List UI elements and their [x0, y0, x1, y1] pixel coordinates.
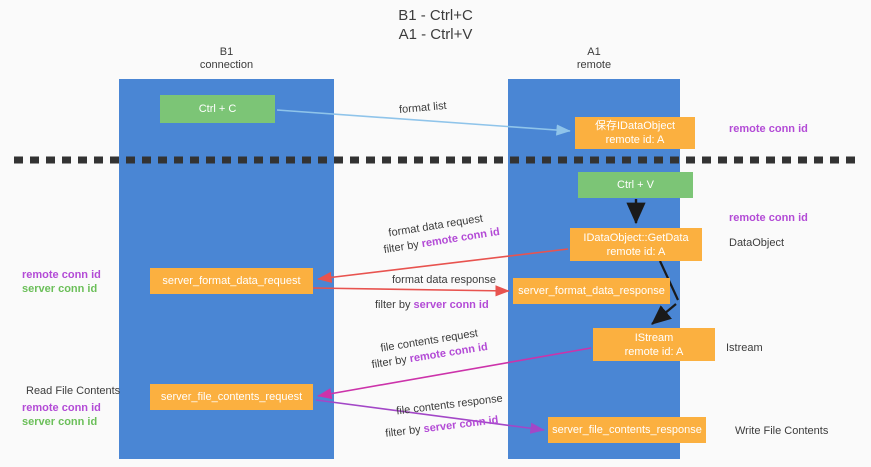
annotation-server-conn-id: server conn id — [22, 283, 98, 295]
lane-header-b1: B1 connection — [119, 46, 334, 72]
box-ctrl-v[interactable]: Ctrl + V — [578, 172, 693, 198]
box-idataobject-getdata[interactable]: IDataObject::GetData remote id: A — [570, 228, 702, 261]
box-server-file-contents-request-label: server_file_contents_request — [160, 391, 303, 403]
box-ctrl-c-label: Ctrl + C — [198, 103, 237, 115]
page-title: B1 - Ctrl+C A1 - Ctrl+V — [0, 6, 871, 44]
box-idataobject-getdata-sub: remote id: A — [606, 245, 666, 258]
label-format-data-response-filter: filter by server conn id — [375, 298, 489, 312]
box-istream-sub: remote id: A — [624, 345, 684, 358]
title-line-2: A1 - Ctrl+V — [398, 26, 473, 43]
annotation-write-file-contents: Write File Contents — [735, 425, 829, 437]
box-save-idataobject[interactable]: 保存IDataObject remote id: A — [575, 117, 695, 149]
box-server-format-data-response[interactable]: server_format_data_response — [513, 278, 670, 304]
box-server-format-data-request-label: server_format_data_request — [162, 275, 301, 287]
annotation-read-file-contents: Read File Contents — [26, 385, 121, 397]
annotation-server-conn-id: server conn id — [22, 416, 98, 428]
lane-header-a1: A1 remote — [508, 46, 680, 72]
annotation-dataobject: DataObject — [729, 237, 785, 249]
arrow-format-data-response — [312, 285, 510, 297]
box-server-format-data-response-label: server_format_data_response — [518, 285, 665, 297]
box-server-file-contents-request[interactable]: server_file_contents_request — [150, 384, 313, 410]
arrow-format-data-request — [317, 248, 569, 283]
title-line-1: B1 - Ctrl+C — [398, 7, 473, 24]
box-server-file-contents-response[interactable]: server_file_contents_response — [548, 417, 706, 443]
annotation-left-conn-ids-top: remote conn id server conn id — [22, 268, 101, 296]
annotation-remote-conn-id: remote conn id — [22, 402, 101, 414]
arrow-file-contents-request — [317, 347, 592, 400]
box-save-idataobject-sub: remote id: A — [605, 134, 665, 146]
lane-header-a1-subtitle: remote — [576, 59, 612, 71]
lane-header-b1-subtitle: connection — [199, 59, 254, 71]
lane-header-b1-title: B1 — [219, 46, 234, 58]
lane-header-a1-title: A1 — [587, 46, 601, 58]
box-server-format-data-request[interactable]: server_format_data_request — [150, 268, 313, 294]
annotation-left-conn-ids-bottom: remote conn id server conn id — [22, 401, 101, 429]
annotation-istream: Istream — [726, 342, 763, 354]
box-server-file-contents-response-label: server_file_contents_response — [552, 424, 702, 436]
box-istream-label: IStream — [634, 331, 674, 344]
label-filter-prefix: filter by — [375, 299, 414, 311]
annotation-remote-conn-id-top: remote conn id — [729, 123, 808, 135]
box-ctrl-v-label: Ctrl + V — [617, 179, 654, 191]
box-idataobject-getdata-label: IDataObject::GetData — [583, 231, 689, 244]
box-save-idataobject-label: 保存IDataObject — [594, 120, 676, 132]
arrow-format-list — [276, 109, 571, 136]
box-ctrl-c[interactable]: Ctrl + C — [160, 95, 275, 123]
label-format-data-response: format data response — [392, 274, 496, 286]
box-istream[interactable]: IStream remote id: A — [593, 328, 715, 361]
annotation-remote-conn-id: remote conn id — [22, 269, 101, 281]
annotation-remote-conn-id-mid: remote conn id — [729, 212, 808, 224]
arrow-file-contents-response — [315, 399, 545, 434]
arrow-response-to-istream — [651, 303, 677, 325]
label-filter-key-server-conn-id: server conn id — [413, 299, 489, 311]
